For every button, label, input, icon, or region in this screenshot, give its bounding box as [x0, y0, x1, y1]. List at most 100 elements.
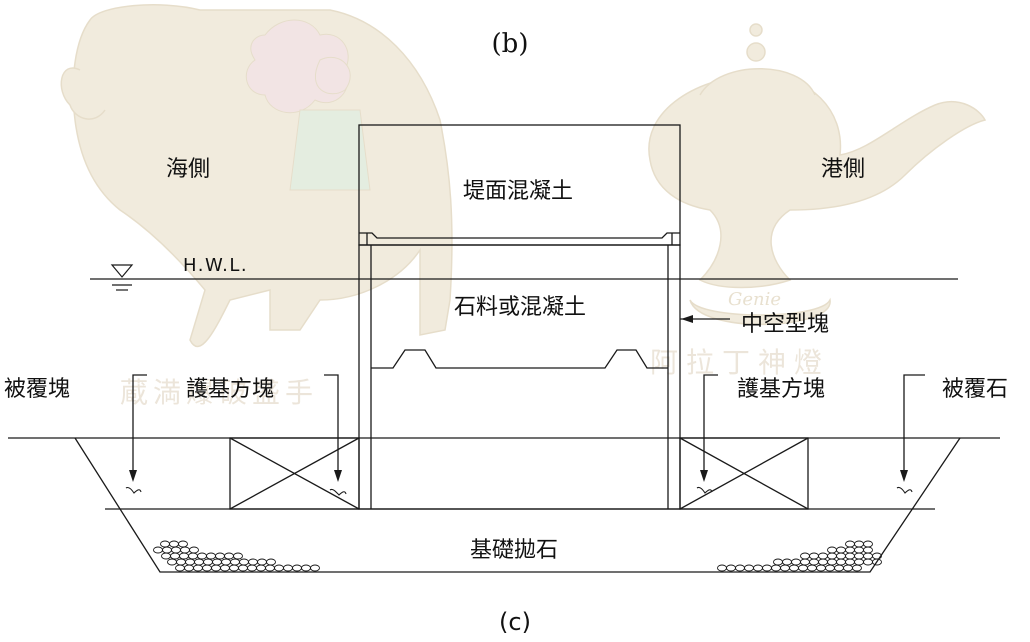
- rubble-stone: [248, 558, 258, 566]
- foot-protection-right-label: 護基方塊: [737, 377, 825, 402]
- watermark: 蔵満爆破盛手 阿拉丁神燈 Genie: [60, 4, 987, 409]
- rubble-stone: [266, 558, 276, 566]
- rubble-stone: [176, 558, 186, 566]
- foot-block-right: [679, 437, 809, 510]
- rubble-stone: [825, 564, 835, 572]
- rock-symbol-4: [896, 486, 913, 494]
- rubble-stone: [292, 564, 302, 572]
- rubble-stone: [845, 552, 855, 560]
- rubble-stone: [167, 558, 177, 566]
- rock-symbol-3: [696, 486, 713, 494]
- rubble-stone: [212, 558, 222, 566]
- rubble-stone: [175, 564, 185, 572]
- rubble-foundation-label: 基礎拋石: [470, 538, 558, 563]
- crown-lip: [359, 232, 680, 239]
- rubble-stone: [726, 564, 736, 572]
- rubble-pebbles-right: [717, 540, 882, 572]
- arrow-foot-right: [700, 470, 708, 482]
- rubble-stone: [816, 564, 826, 572]
- arrowheads: [129, 315, 908, 482]
- rubble-stone: [188, 552, 198, 560]
- rock-symbols: [125, 486, 913, 496]
- rubble-stone: [771, 564, 781, 572]
- rubble-stone: [717, 564, 727, 572]
- watermark-right-text: 阿拉丁神燈: [650, 346, 830, 379]
- rubble-stone: [162, 546, 172, 554]
- leader-armor-block-left: [132, 374, 147, 478]
- rubble-stone: [153, 546, 163, 554]
- rubble-stone: [265, 564, 275, 572]
- rubble-stone: [818, 552, 828, 560]
- rubble-stone: [854, 552, 864, 560]
- foundation-outer: [74, 437, 961, 573]
- rubble-stone: [206, 552, 216, 560]
- rubble-stone: [160, 540, 170, 548]
- rubble-stone: [233, 552, 243, 560]
- rubble-stone: [220, 564, 230, 572]
- rubble-stone: [184, 564, 194, 572]
- armor-block-left-label: 被覆塊: [4, 377, 70, 402]
- rubble-stone: [863, 546, 873, 554]
- rubble-stone: [170, 552, 180, 560]
- leader-foot-right: [703, 374, 718, 478]
- rubble-stone: [215, 552, 225, 560]
- rubble-stone: [171, 546, 181, 554]
- rubble-stone: [843, 564, 853, 572]
- rubble-stone: [197, 552, 207, 560]
- arrow-armor-right: [900, 470, 908, 482]
- rubble-stone: [807, 564, 817, 572]
- rubble-stone: [863, 552, 873, 560]
- leader-foot-left: [324, 374, 339, 478]
- rubble-stone: [301, 564, 311, 572]
- rubble-stone: [780, 564, 790, 572]
- rubble-stone: [827, 546, 837, 554]
- fill-material-label: 石料或混凝土: [454, 295, 586, 320]
- sea-side-label: 海側: [166, 157, 210, 182]
- rubble-stone: [185, 558, 195, 566]
- rubble-stone: [845, 558, 855, 566]
- rubble-stone: [818, 558, 828, 566]
- rubble-stone: [239, 558, 249, 566]
- harbor-side-label: 港側: [821, 157, 865, 182]
- rubble-stone: [283, 564, 293, 572]
- rubble-stone: [854, 546, 864, 554]
- water-level-label: H.W.L.: [183, 255, 248, 276]
- rubble-stone: [178, 540, 188, 548]
- fill-surface-line: [371, 349, 668, 369]
- rock-symbol-2: [329, 488, 347, 496]
- rubble-stone: [247, 564, 257, 572]
- rubble-stone: [836, 546, 846, 554]
- rubble-stone: [179, 552, 189, 560]
- hollow-block-outline: [358, 244, 681, 510]
- rubble-stone: [256, 564, 266, 572]
- watermark-lamp-text: Genie: [728, 289, 781, 310]
- rubble-stone: [257, 558, 267, 566]
- rubble-stone: [753, 564, 763, 572]
- rubble-stone: [834, 564, 844, 572]
- rubble-stone: [798, 564, 808, 572]
- rubble-stone: [211, 564, 221, 572]
- rubble-stone: [845, 546, 855, 554]
- rubble-stone: [229, 564, 239, 572]
- rubble-stone: [827, 558, 837, 566]
- watermark-left-text: 蔵満爆破盛手: [120, 376, 318, 409]
- camel-watermark-icon: [60, 4, 453, 348]
- arrow-armor-left: [129, 470, 137, 482]
- hollow-block-label: 中空型塊: [741, 312, 829, 337]
- rubble-stone: [230, 558, 240, 566]
- text-labels: (b) 海側 港側 堤面混凝土 石料或混凝土 中空型塊 被覆塊 護基方塊 護基方…: [4, 29, 1008, 563]
- rubble-stone: [809, 558, 819, 566]
- rubble-stone: [773, 558, 783, 566]
- leader-armor-stone-right: [903, 374, 925, 478]
- rubble-stone: [202, 564, 212, 572]
- lamp-watermark-icon: [648, 23, 987, 326]
- foot-block-right-cross-b: [679, 437, 809, 510]
- rubble-stone: [274, 564, 284, 572]
- rubble-stone: [789, 564, 799, 572]
- rubble-stone: [221, 558, 231, 566]
- rubble-stone: [872, 558, 882, 566]
- rubble-stone: [854, 540, 864, 548]
- rubble-stone: [161, 552, 171, 560]
- armor-stone-right-label: 被覆石: [942, 377, 1008, 402]
